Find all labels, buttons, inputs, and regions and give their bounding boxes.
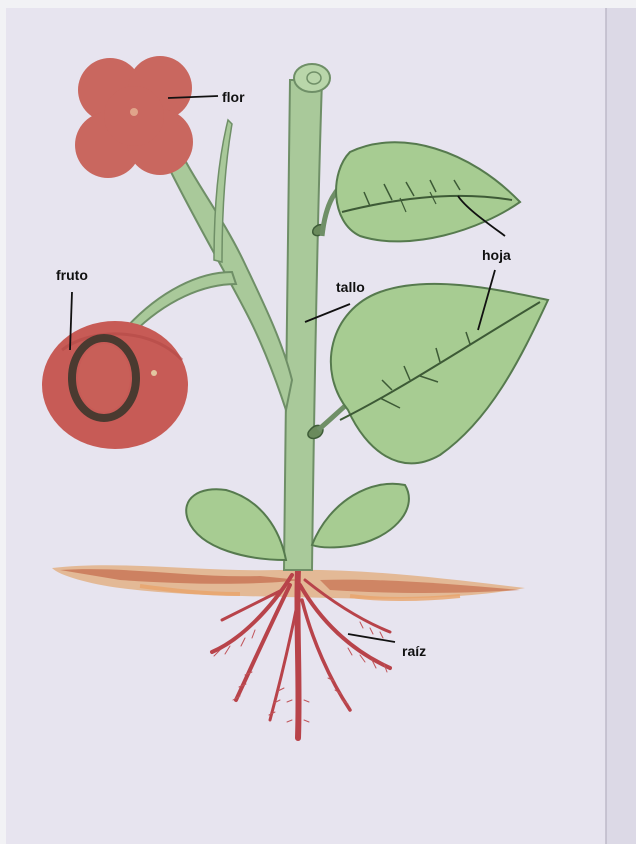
label-stem: tallo	[336, 279, 365, 295]
label-flower: flor	[222, 89, 245, 105]
flower	[75, 56, 193, 178]
label-leaf: hoja	[482, 247, 511, 263]
fruit	[42, 321, 188, 449]
label-root: raíz	[402, 643, 426, 659]
page-edge	[606, 8, 636, 844]
label-fruit: fruto	[56, 267, 88, 283]
